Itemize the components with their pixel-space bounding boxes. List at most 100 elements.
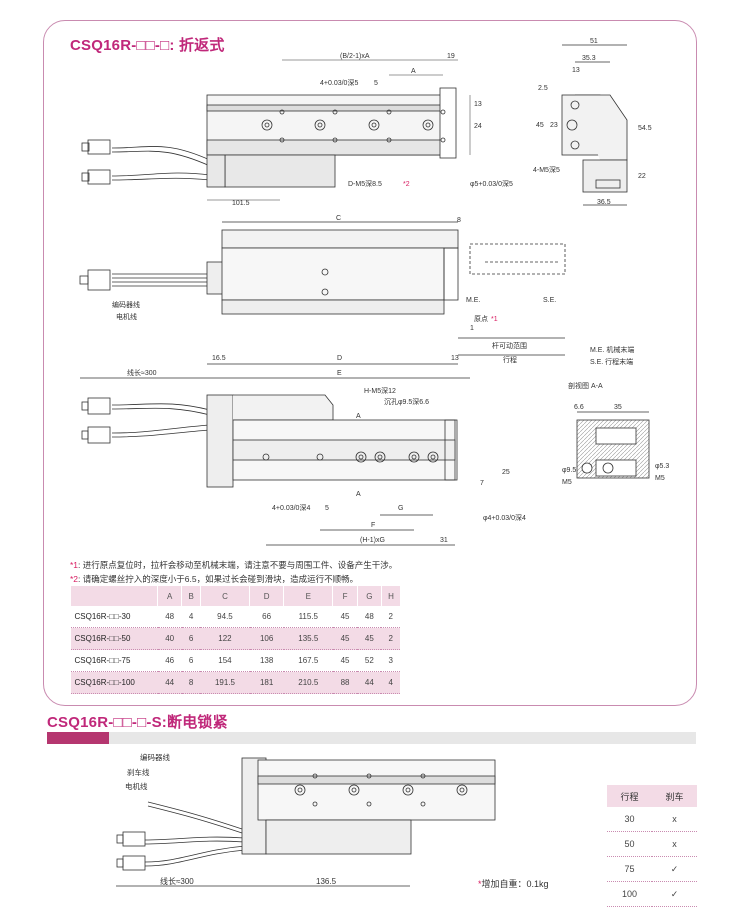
table-cell: 45 [332, 606, 358, 628]
dim-label: D [337, 355, 342, 362]
dim-label: 沉孔φ9.5深6.6 [384, 397, 429, 406]
dim-label: A [356, 491, 361, 498]
extra-weight-note: *增加自重：0.1kg [478, 877, 549, 890]
cable-label: 电机线 [116, 312, 137, 321]
spec-header: E [283, 586, 333, 606]
dim-label: 6.6 [574, 404, 584, 411]
table-cell: 135.5 [283, 627, 333, 650]
spec-header: G [356, 586, 382, 606]
legend-label: M.E. 机械末端 [590, 345, 634, 354]
dim-label: 45 [536, 122, 544, 129]
top-view-holes [261, 109, 446, 143]
brake-header: 刹车 [652, 785, 697, 807]
spec-table: A B C D E F G H CSQ16R-□□-30 48 4 94.5 6… [70, 586, 400, 694]
table-cell: 46 [157, 649, 182, 672]
dim-label: 2.5 [538, 85, 548, 92]
dim-label: 线长≈300 [160, 876, 194, 886]
dim-label: 杆可动范围 [492, 341, 527, 350]
dim-label: 1 [470, 325, 474, 332]
dim-label: 8 [457, 217, 461, 224]
table-cell: 191.5 [200, 671, 250, 694]
dim-label: φ5+0.03/0深5 [470, 179, 513, 188]
table-row: CSQ16R-□□-75 46 6 154 138 167.5 45 52 3 [70, 649, 400, 672]
dim-label: φ5.3 [655, 463, 669, 470]
dim-label: 7 [480, 480, 484, 487]
dim-label: 原点 [474, 315, 488, 323]
table-row: CSQ16R-□□-50 40 6 122 106 135.5 45 45 2 [70, 627, 400, 650]
section-view [576, 411, 650, 479]
table-cell: 44 [357, 671, 382, 694]
table-cell: 2 [381, 606, 400, 628]
dim-label: A [411, 68, 416, 75]
dim-label: *1 [491, 316, 498, 323]
table-cell: 167.5 [283, 649, 333, 672]
model-cell: CSQ16R-□□-30 [70, 606, 158, 628]
dim-label: S.E. [543, 297, 556, 304]
note-1: *1: 进行原点复位时，拉杆会移动至机械末端，请注意不要与周围工件、设备产生干涉… [70, 558, 397, 572]
end-view [561, 44, 628, 206]
model-cell: CSQ16R-□□-50 [70, 627, 158, 650]
extra-text: 增加自重：0.1kg [481, 879, 549, 889]
table-cell: 100 [607, 881, 652, 907]
table-cell: 2 [381, 627, 400, 650]
dim-label: 13 [451, 355, 459, 362]
brake-header: 行程 [607, 785, 652, 807]
middle-view [79, 221, 566, 379]
spec-header: B [181, 586, 201, 606]
dim-label: 54.5 [638, 125, 652, 132]
table-cell: 154 [200, 649, 250, 672]
dim-label: 101.5 [232, 200, 250, 207]
legend-label: S.E. 行程末端 [590, 357, 633, 366]
cable-label: 刹车线 [127, 767, 150, 777]
bottom-view [81, 394, 458, 546]
table-cell: 210.5 [283, 671, 333, 694]
table-cell: 44 [157, 671, 182, 694]
dim-label: 4-M5深5 [533, 165, 560, 174]
dim-label: 25 [502, 469, 510, 476]
note-text: : 进行原点复位时，拉杆会移动至机械末端，请注意不要与周围工件、设备产生干涉。 [78, 560, 398, 570]
note-2: *2: 请确定螺丝拧入的深度小于6.5，如果过长会碰到滑块，造成运行不顺畅。 [70, 572, 397, 586]
cable-label: 编码器线 [140, 752, 170, 762]
dim-label: 35.3 [582, 55, 596, 62]
dim-label: G [398, 505, 403, 512]
table-cell: 6 [181, 649, 201, 672]
section2-divider [109, 732, 696, 744]
brake-header-row: 行程 刹车 [607, 785, 697, 807]
cable-label: 电机线 [125, 781, 148, 791]
dim-label: M5 [562, 479, 572, 486]
dim-label: H-M5深12 [364, 386, 396, 395]
dim-label: 23 [550, 122, 558, 129]
dim-label: E [337, 370, 342, 377]
table-cell: 45 [332, 627, 358, 650]
table-row: CSQ16R-□□-30 48 4 94.5 66 115.5 45 48 2 [70, 606, 400, 628]
table-row: CSQ16R-□□-100 44 8 191.5 181 210.5 88 44… [70, 671, 400, 694]
spec-header: D [249, 586, 284, 606]
table-cell: 50 [607, 831, 652, 857]
dim-label: 5 [374, 80, 378, 87]
table-cell: 138 [249, 649, 284, 672]
table-cell: 6 [181, 627, 201, 650]
note-text: : 请确定螺丝拧入的深度小于6.5，如果过长会碰到滑块，造成运行不顺畅。 [78, 574, 359, 584]
table-cell: 115.5 [283, 606, 333, 628]
table-cell: 106 [249, 627, 284, 650]
dim-label: 行程 [503, 355, 517, 364]
table-cell: 3 [381, 649, 400, 672]
brake-drawing [116, 757, 496, 887]
table-cell: 48 [157, 606, 182, 628]
dim-label: 22 [638, 173, 646, 180]
table-cell: 45 [332, 649, 358, 672]
dim-label: *2 [403, 181, 410, 188]
note-mark: *2 [70, 574, 79, 584]
section2-title: CSQ16R-□□-□-S:断电锁紧 [47, 714, 228, 731]
section-title: 剖视图 A-A [568, 381, 603, 390]
table-cell: ✓ [652, 856, 697, 882]
table-cell: 122 [200, 627, 250, 650]
table-cell: 75 [607, 856, 652, 882]
table-cell: 40 [157, 627, 182, 650]
notes: *1: 进行原点复位时，拉杆会移动至机械末端，请注意不要与周围工件、设备产生干涉… [70, 558, 397, 586]
dim-label: 13 [474, 101, 482, 108]
